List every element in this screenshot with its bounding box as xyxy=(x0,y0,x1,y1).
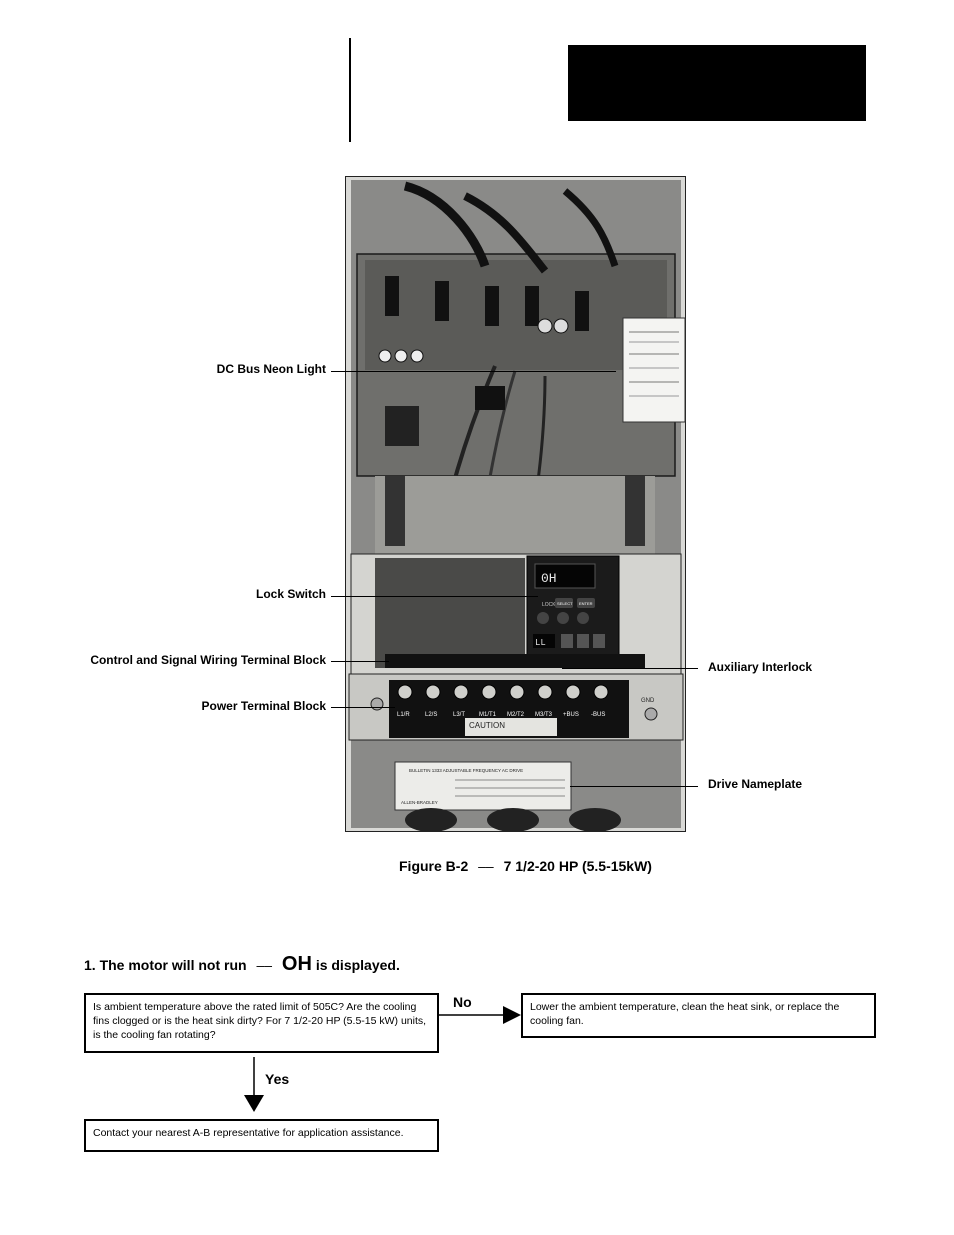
callout-drive-nameplate-leader xyxy=(570,786,698,787)
flow-yes-label: Yes xyxy=(265,1071,290,1087)
flow-no-arrow xyxy=(439,1006,521,1024)
caution-label: CAUTION xyxy=(469,721,505,730)
drive-photo: 0H LOCK SELECT ENTER LL L1/R L2/S L3/T M… xyxy=(345,176,686,832)
figure-caption-dash: –– xyxy=(478,858,494,874)
flow-question-text: Is ambient temperature above the rated l… xyxy=(93,1001,427,1041)
flow-no-label: No xyxy=(453,994,472,1010)
header-black-tab xyxy=(568,45,866,121)
terminal-label-1: L1/R xyxy=(397,712,410,718)
terminal-label-5: M2/T2 xyxy=(507,712,525,718)
terminal-label-8: -BUS xyxy=(591,712,605,718)
callout-lock-switch: Lock Switch xyxy=(255,587,326,601)
terminal-label-2: L2/S xyxy=(425,712,437,718)
callout-power-terminal-leader xyxy=(331,707,395,708)
gnd-label-right: GND xyxy=(641,698,655,704)
figure-caption: Figure B-2 –– 7 1/2-20 HP (5.5-15kW) xyxy=(399,858,652,874)
step-title-dash: –– xyxy=(256,957,273,973)
keypad-select-label: SELECT xyxy=(557,601,573,606)
figure-caption-label: Figure B-2 xyxy=(399,858,469,874)
terminal-label-7: +BUS xyxy=(563,712,579,718)
callout-auxiliary-interlock-leader xyxy=(562,668,698,669)
figure-caption-text: 7 1/2-20 HP (5.5-15kW) xyxy=(503,858,652,874)
header-vertical-rule xyxy=(349,38,351,142)
flow-yes-action-text: Contact your nearest A-B representative … xyxy=(93,1127,404,1139)
step-title-code: OH xyxy=(281,953,312,975)
callout-control-terminal-block: Control and Signal Wiring Terminal Block xyxy=(90,653,326,667)
terminal-label-3: L3/T xyxy=(453,712,465,718)
terminal-label-6: M3/T3 xyxy=(535,712,553,718)
flow-no-action-box: Lower the ambient temperature, clean the… xyxy=(521,993,876,1038)
step-title: 1. The motor will not run –– OH is displ… xyxy=(84,953,400,976)
callout-dc-bus-leader xyxy=(331,371,616,372)
flow-no-action-text: Lower the ambient temperature, clean the… xyxy=(530,1001,840,1027)
keypad-display: 0H xyxy=(541,571,557,586)
keypad-small-display: LL xyxy=(535,638,546,648)
keypad-enter-label: ENTER xyxy=(579,601,593,606)
step-title-suffix: is displayed. xyxy=(315,957,400,973)
step-title-prefix: 1. The motor will not run xyxy=(84,957,247,973)
callout-drive-nameplate: Drive Nameplate xyxy=(708,777,803,791)
nameplate-brand: ALLEN-BRADLEY xyxy=(401,800,438,805)
keypad-lock-label: LOCK xyxy=(542,602,556,608)
callout-control-terminal-leader xyxy=(331,661,389,662)
callout-dc-bus-neon-light: DC Bus Neon Light xyxy=(216,362,326,376)
callout-lock-switch-leader xyxy=(331,596,538,597)
flow-yes-arrow xyxy=(244,1057,264,1112)
terminal-label-4: M1/T1 xyxy=(479,712,497,718)
callout-power-terminal-block: Power Terminal Block xyxy=(201,699,326,713)
flow-question-box: Is ambient temperature above the rated l… xyxy=(84,993,439,1053)
flow-yes-action-box: Contact your nearest A-B representative … xyxy=(84,1119,439,1152)
callout-auxiliary-interlock: Auxiliary Interlock xyxy=(708,660,813,674)
nameplate-title: BULLETIN 1333 ADJUSTABLE FREQUENCY AC DR… xyxy=(409,768,523,773)
